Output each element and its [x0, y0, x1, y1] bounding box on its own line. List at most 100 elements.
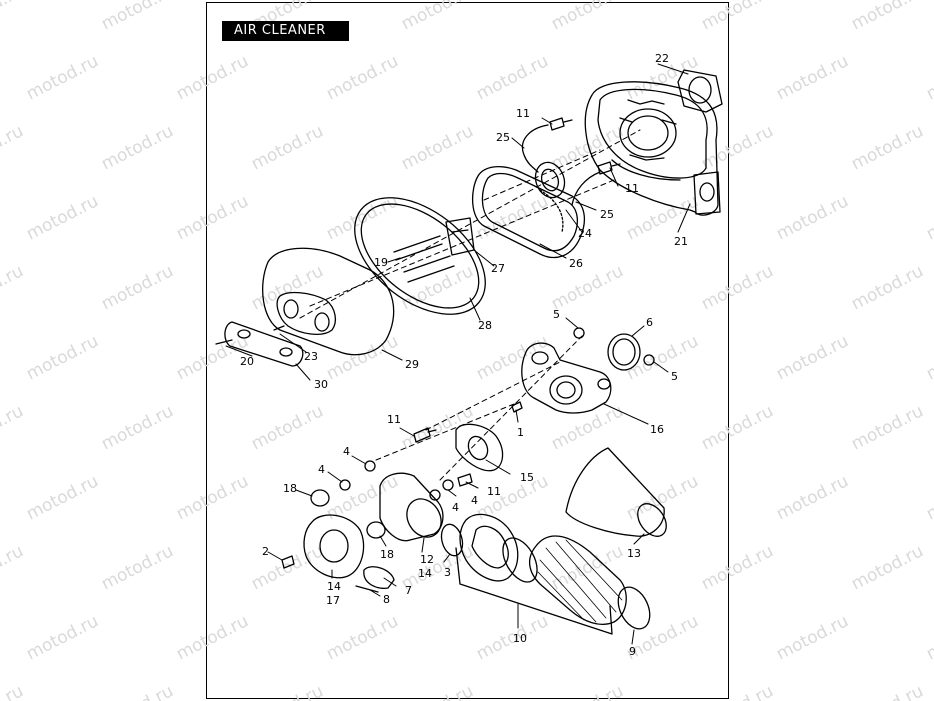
watermark-text: motod.ru	[548, 681, 627, 701]
watermark-text: motod.ru	[248, 681, 327, 701]
callout-label: 5	[671, 370, 678, 383]
callout-label: 18	[283, 482, 297, 495]
watermark-text: motod.ru	[323, 471, 402, 524]
callout-label: 6	[646, 316, 653, 329]
watermark-text: motod.ru	[98, 121, 177, 174]
watermark-text: motod.ru	[698, 261, 777, 314]
watermark-text: motod.ru	[473, 51, 552, 104]
callout-label: 8	[383, 593, 390, 606]
watermark-text: motod.ru	[773, 471, 852, 524]
callout-label: 28	[478, 319, 492, 332]
construction-lines	[299, 129, 641, 481]
watermark-text: motod.ru	[0, 681, 27, 701]
parts	[215, 63, 723, 645]
insert-8	[355, 585, 379, 593]
callout-label: 4	[343, 445, 350, 458]
screw-2	[281, 555, 295, 569]
watermark-text: motod.ru	[773, 191, 852, 244]
bracket-line-10	[455, 547, 613, 635]
o-ring-5-right	[643, 354, 655, 366]
watermark-text: motod.ru	[698, 121, 777, 174]
watermark-text: motod.ru	[698, 401, 777, 454]
callout-label: 10	[513, 632, 527, 645]
cone-filter-10	[529, 535, 627, 625]
callout-label: 20	[240, 355, 254, 368]
watermark-text: motod.ru	[698, 541, 777, 594]
callout-label: 4	[471, 494, 478, 507]
callout-label: 25	[496, 131, 510, 144]
watermark-text: motod.ru	[398, 0, 477, 34]
trim-7	[363, 566, 395, 590]
callout-label: 11	[387, 413, 401, 426]
watermark-text: motod.ru	[248, 401, 327, 454]
cover-ring-28	[354, 197, 486, 315]
bracket-16	[521, 342, 612, 414]
callout-label: 23	[304, 350, 318, 363]
watermark-text: motod.ru	[623, 191, 702, 244]
end-cap-9	[617, 586, 651, 630]
screw-11-lower	[597, 161, 621, 175]
watermark-text: motod.ru	[323, 331, 402, 384]
callout-label: 18	[380, 548, 394, 561]
screw-11-upper	[549, 117, 573, 131]
callout-label: 11	[625, 182, 639, 195]
screw-20	[215, 339, 233, 345]
callout-label: 16	[650, 423, 664, 436]
watermark-text: motod.ru	[98, 401, 177, 454]
watermark-text: motod.ru	[23, 191, 102, 244]
callout-label: 14	[327, 580, 341, 593]
callout-label: 21	[674, 235, 688, 248]
watermark-text: motod.ru	[0, 0, 27, 34]
callout-label: 11	[516, 107, 530, 120]
watermark-text: motod.ru	[248, 121, 327, 174]
watermark-text: motod.ru	[698, 681, 777, 701]
screw-22	[273, 325, 285, 331]
watermark-text: motod.ru	[548, 261, 627, 314]
callout-label: 9	[629, 645, 636, 658]
callout-label: 5	[553, 308, 560, 321]
o-ring-4-c	[429, 489, 441, 501]
diagram-frame	[206, 2, 729, 699]
screw-11-mid	[413, 427, 437, 443]
watermark-text: motod.ru	[923, 191, 934, 244]
callout-label: 29	[405, 358, 419, 371]
watermark-text: motod.ru	[23, 471, 102, 524]
callout-label: 4	[318, 463, 325, 476]
watermark-text: motod.ru	[23, 331, 102, 384]
cover-29	[262, 247, 395, 356]
filter-element-26	[472, 165, 586, 259]
backplate-part	[584, 81, 721, 216]
watermark-text: motod.ru	[0, 401, 27, 454]
watermark-text: motod.ru	[23, 611, 102, 664]
watermark-text: motod.ru	[23, 51, 102, 104]
o-ring-4-a	[364, 460, 376, 472]
watermark-text: motod.ru	[848, 0, 927, 34]
callout-label: 11	[487, 485, 501, 498]
watermark-text: motod.ru	[923, 51, 934, 104]
callout-label: 15	[520, 471, 534, 484]
watermark-text: motod.ru	[323, 51, 402, 104]
watermark-text: motod.ru	[698, 0, 777, 34]
watermark-text: motod.ru	[0, 541, 27, 594]
callout-label: 1	[517, 426, 524, 439]
watermark-text: motod.ru	[0, 261, 27, 314]
screw-11-bottom	[457, 473, 473, 487]
watermark-text: motod.ru	[98, 541, 177, 594]
watermark-text: motod.ru	[773, 611, 852, 664]
screw-1	[511, 401, 523, 413]
watermark-text: motod.ru	[773, 51, 852, 104]
callout-label: 12	[420, 553, 434, 566]
cap-18-top	[310, 489, 330, 507]
watermark-text: motod.ru	[173, 611, 252, 664]
watermark-text: motod.ru	[848, 541, 927, 594]
cap-18-bottom	[366, 521, 386, 539]
watermark-text: motod.ru	[398, 681, 477, 701]
watermark-text: motod.ru	[173, 471, 252, 524]
watermark-text: motod.ru	[323, 611, 402, 664]
watermark-text: motod.ru	[0, 121, 27, 174]
watermark-text: motod.ru	[98, 0, 177, 34]
watermark-text: motod.ru	[548, 121, 627, 174]
